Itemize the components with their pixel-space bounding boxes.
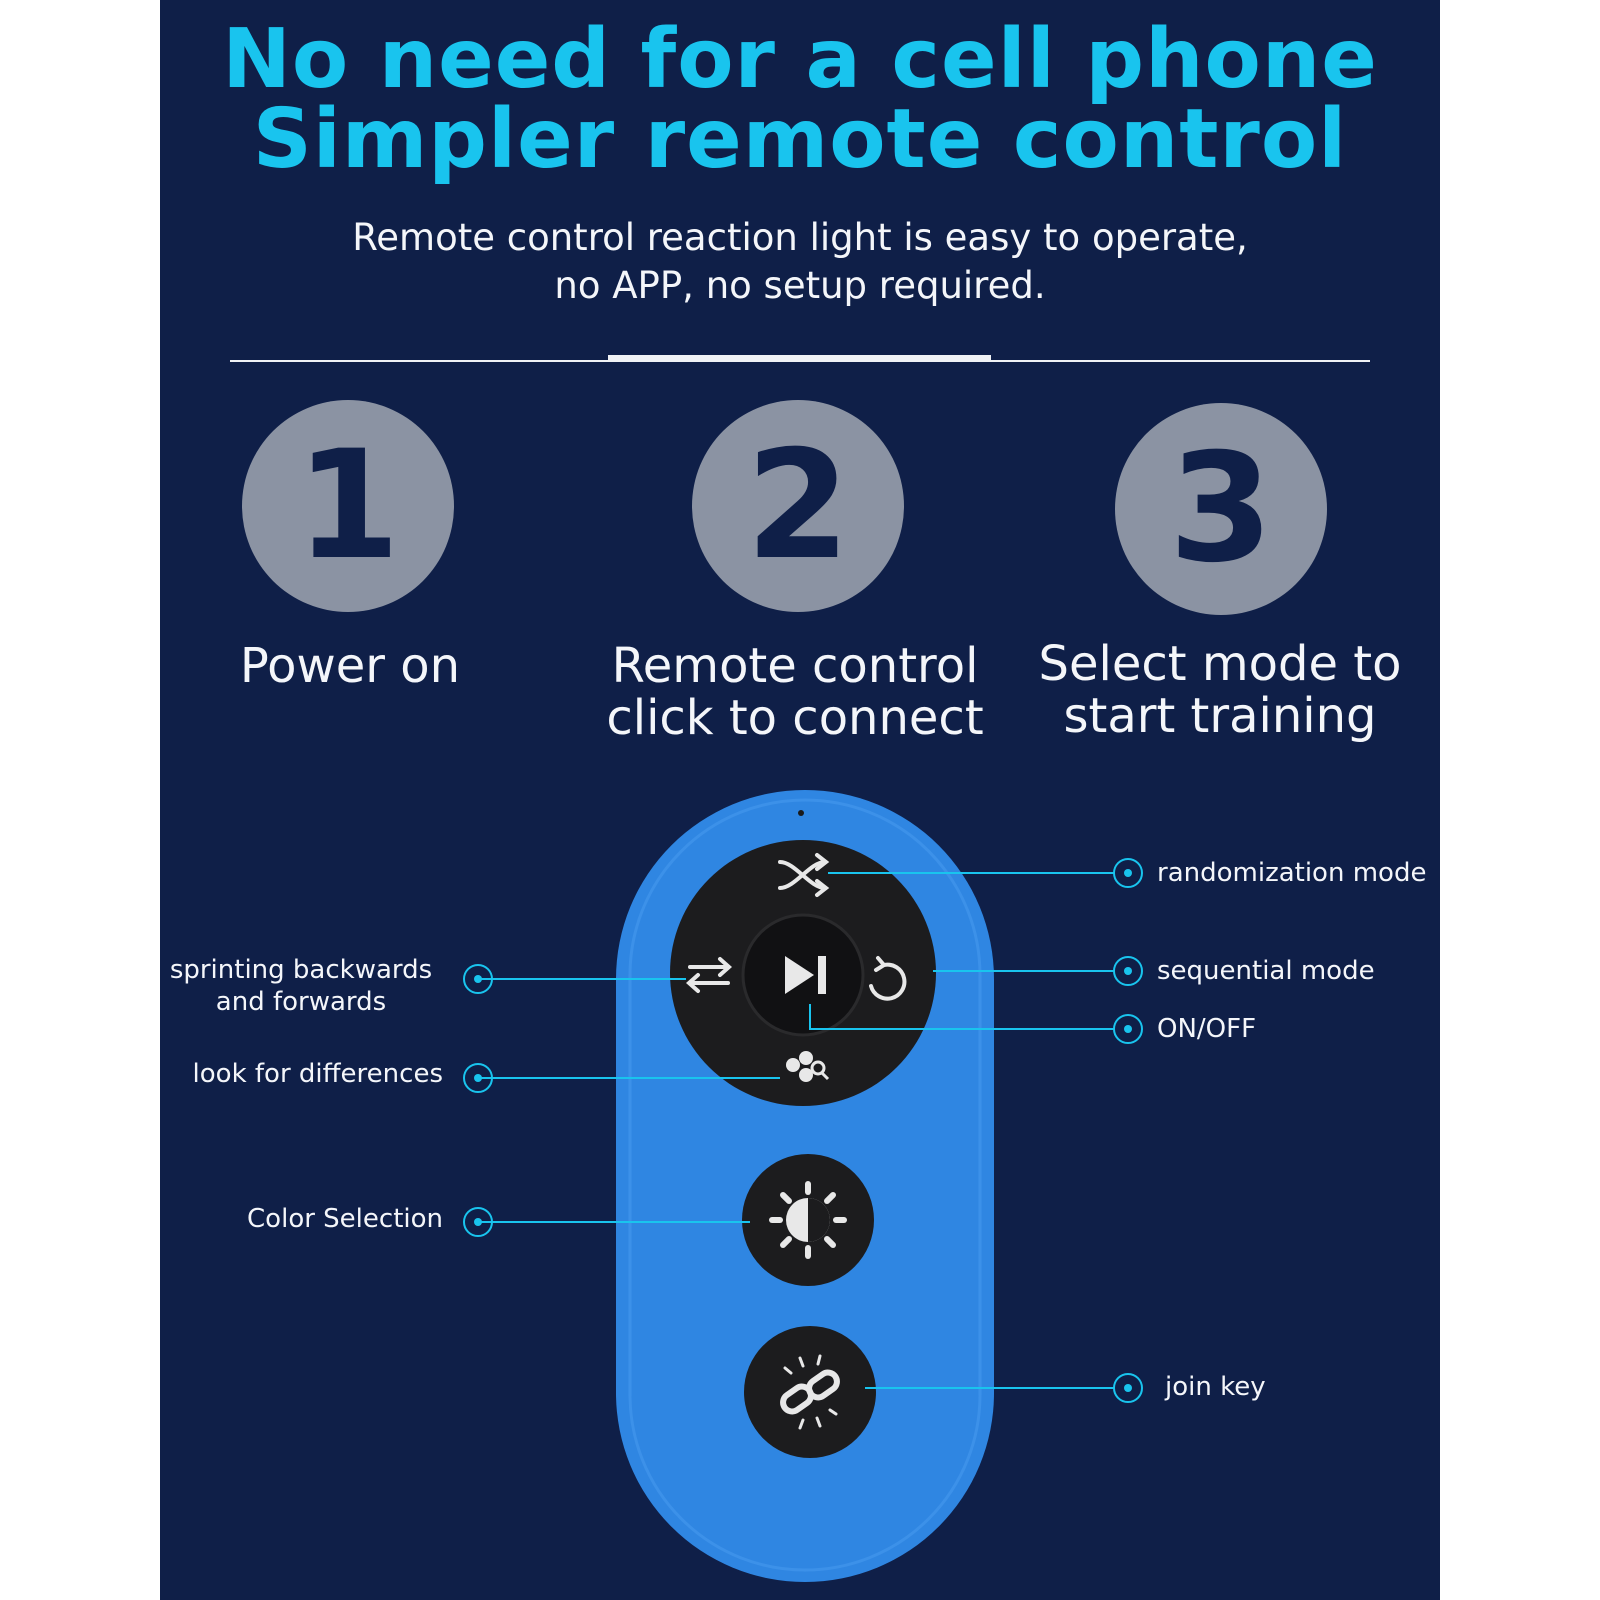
step-2-label: Remote control click to connect	[580, 640, 1010, 744]
dot-sprint	[463, 964, 493, 994]
step-1-label: Power on	[190, 640, 510, 692]
step-3-label: Select mode to start training	[1015, 638, 1425, 742]
step-3-label-line-2: start training	[1063, 688, 1377, 744]
step-1-label-line-1: Power on	[239, 638, 461, 694]
callout-sprint: sprinting backwards and forwards	[160, 954, 442, 1018]
headline-line-2: Simpler remote control	[252, 92, 1348, 187]
step-2-label-line-2: click to connect	[606, 690, 984, 746]
divider-accent	[608, 355, 991, 361]
brightness-icon	[769, 1181, 847, 1259]
play-pause-icon	[785, 956, 826, 994]
callout-differences: look for differences	[192, 1059, 443, 1089]
product-panel: No need for a cell phone Simpler remote …	[160, 0, 1440, 1600]
dot-differences	[463, 1063, 493, 1093]
step-3-label-line-1: Select mode to	[1038, 636, 1402, 692]
shuffle-icon	[778, 853, 830, 897]
callout-sprint-line-1: sprinting backwards	[169, 955, 433, 985]
dot-sequential	[1113, 956, 1143, 986]
repeat-icon	[869, 956, 907, 1001]
step-3-circle: 3	[1115, 403, 1327, 615]
indicator-led	[798, 810, 804, 816]
remote-illustration	[463, 790, 1143, 1582]
step-2-number: 2	[745, 419, 851, 593]
dot-join	[1113, 1373, 1143, 1403]
callout-onoff: ON/OFF	[1157, 1014, 1257, 1044]
step-2-circle: 2	[692, 400, 904, 612]
dot-onoff	[1113, 1014, 1143, 1044]
differences-icon	[786, 1051, 830, 1082]
swap-arrows-icon	[685, 957, 733, 993]
callout-join: join key	[1165, 1372, 1266, 1402]
callout-dots	[463, 858, 1143, 1403]
step-3-number: 3	[1168, 422, 1274, 596]
callout-color: Color Selection	[247, 1204, 443, 1234]
dot-color	[463, 1207, 493, 1237]
step-2-label-line-1: Remote control	[611, 638, 979, 694]
dot-randomization	[1113, 858, 1143, 888]
headline-line-1: No need for a cell phone	[222, 12, 1378, 107]
callout-sprint-line-2: and forwards	[215, 987, 387, 1017]
step-1-circle: 1	[242, 400, 454, 612]
step-1-number: 1	[295, 419, 401, 593]
link-icon	[780, 1354, 840, 1430]
callout-lines	[478, 872, 1115, 1389]
callout-sequential: sequential mode	[1157, 956, 1375, 986]
divider-line	[230, 360, 1370, 362]
callout-randomization: randomization mode	[1157, 858, 1427, 888]
subheadline-line-2: no APP, no setup required.	[554, 264, 1046, 307]
subheadline-line-1: Remote control reaction light is easy to…	[352, 216, 1248, 259]
